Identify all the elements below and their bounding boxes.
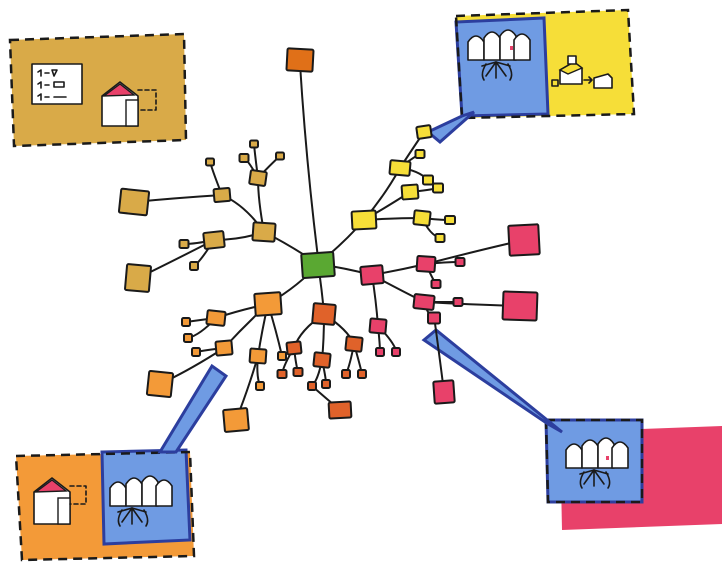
gold-branch-node [117,187,151,217]
orange-branch-node [181,317,191,327]
house-icon [33,477,87,525]
dark-orange-branch-node [285,340,303,356]
dark-orange-branch-node [292,367,304,377]
yellow-branch-node [400,183,420,201]
pink-branch-node [452,297,464,307]
pink-branch-node [415,254,437,274]
yellow-branch-node [434,233,446,243]
pink-branch-node [359,264,385,286]
people-group-icon [109,475,173,527]
yellow-callout [425,8,636,144]
yellow-branch-node [415,124,433,140]
top-branch-node [285,47,315,73]
orange-branch-node [205,309,227,327]
orange-branch-node [214,339,234,357]
checklist-icon [31,63,83,105]
pink-branch-node [412,293,436,311]
house-icon [101,81,157,127]
yellow-branch-node [414,149,426,159]
orange-branch-node [277,351,287,361]
gold-branch-node [248,169,268,187]
dark-orange-branch-node [327,400,353,420]
orange-callout [14,363,229,562]
gold-branch-node [205,157,215,167]
dark-orange-branch-node [321,379,331,389]
pink-branch-node [430,279,442,289]
pink-branch-node [432,379,456,405]
dark-orange-branch-node [312,351,332,369]
edge [299,63,319,259]
yellow-branch-node [422,174,434,186]
gold-branch-node [124,263,152,293]
yellow-branch-node [412,209,432,227]
gold-branch-node [238,153,250,163]
gold-branch-node [275,151,285,161]
yellow-branch-node [388,159,412,177]
nodes [117,47,541,433]
gold-callout-panel [10,34,186,146]
gold-branch-node [212,186,232,204]
gold-callout [8,32,188,148]
dark-orange-branch-node [341,369,351,379]
people-group-icon [467,29,531,81]
gold-branch-node [251,221,277,243]
pink-branch-node [507,223,541,257]
gold-branch-node [189,261,199,271]
orange-branch-node [145,369,175,399]
dark-orange-branch-node [357,369,367,379]
pink-branch-node [375,347,385,357]
orange-branch-node [191,347,201,357]
orange-branch-node [222,407,250,433]
pink-branch-node [391,347,401,357]
gold-branch-node [249,139,259,149]
dark-orange-branch-node [311,302,337,326]
pink-callout [421,328,722,530]
yellow-branch-node [432,182,444,194]
dark-orange-branch-node [307,381,317,391]
orange-branch-node [253,291,283,317]
orange-branch-node [183,333,193,343]
pink-branch-node [454,257,466,267]
yellow-branch-node [444,215,456,225]
dark-orange-branch-node [276,369,288,379]
dark-orange-branch-node [344,335,364,353]
pink-branch-node [427,311,441,325]
orange-branch-node [255,381,265,391]
yellow-branch-node [350,209,378,231]
gold-branch-node [202,230,226,250]
buildings-icon [551,55,613,89]
pink-branch-node [368,317,388,335]
orange-branch-node [248,347,268,365]
people-group-icon [565,437,629,489]
center-hub-node [300,251,336,279]
pink-branch-node [501,290,539,322]
gold-branch-node [178,239,190,249]
